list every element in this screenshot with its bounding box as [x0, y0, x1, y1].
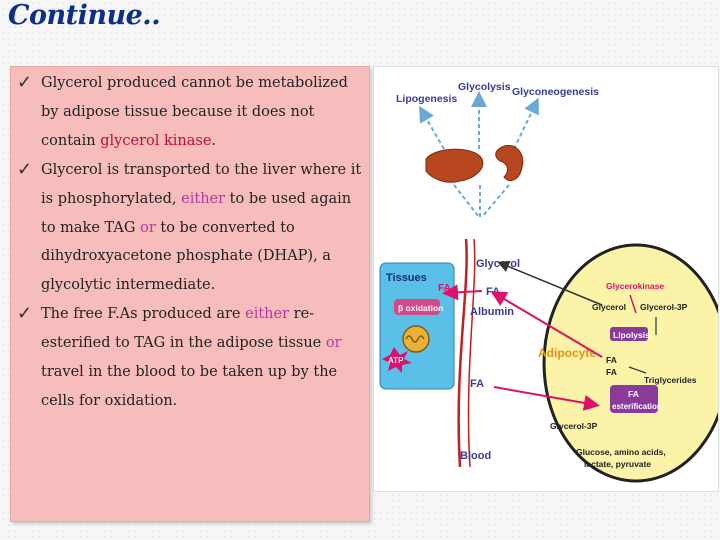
bullet-item: ✓ Glycerol is transported to the liver w…: [17, 156, 363, 301]
bullet-text-segment: to be used again to make TAG: [41, 190, 352, 236]
mitochondrion-icon: [402, 325, 430, 353]
bullet-item: ✓ The free F.As produced are either re-e…: [17, 300, 363, 416]
nutrients-label-1: Glucose, amino acids,: [576, 447, 666, 457]
bullet-text-segment: either: [245, 306, 290, 323]
bullet-text-segment: to be converted to dihydroxyacetone phos…: [41, 219, 331, 294]
text-panel: ✓ Glycerol produced cannot be metabolize…: [10, 66, 370, 522]
glycerokinase-label: Glycerokinase: [606, 281, 664, 291]
blood-label: Blood: [460, 450, 491, 462]
diagram-canvas: Lipogenesis Glycolysis Glyconeogenesis G…: [379, 81, 718, 483]
fa-one-label: FA: [606, 355, 617, 365]
beta-oxidation-label: β oxidation: [398, 303, 443, 313]
bullet-text-segment: The free F.As produced are: [41, 306, 246, 323]
bullet-text-segment: glycerol kinase: [100, 132, 212, 149]
nutrients-label-2: lactate, pyruvate: [584, 459, 651, 469]
bullet-text-segment: Glycerol produced cannot be metabolized …: [41, 75, 348, 149]
checkmark-icon: ✓: [17, 303, 33, 325]
fa-esterification-box: [610, 385, 658, 413]
albumin-label: Albumin: [470, 306, 514, 318]
atp-burst-icon: [382, 347, 412, 373]
bullet-text: The free F.As produced are either re-est…: [41, 306, 342, 409]
lipolysis-box: [610, 327, 648, 341]
beta-oxidation-box: [394, 299, 440, 315]
metabolism-diagram: Lipogenesis Glycolysis Glyconeogenesis G…: [373, 66, 719, 492]
triglycerides-label: Triglycerides: [644, 375, 697, 385]
bullet-text-segment: travel in the blood to be taken up by th…: [41, 364, 338, 409]
lipogenesis-label: Lipogenesis: [396, 93, 457, 105]
fa-lower-label: FA: [470, 378, 484, 390]
glycerol-cell-label: Glycerol: [592, 302, 626, 312]
tissues-label: Tissues: [386, 272, 427, 284]
bullet-item: ✓ Glycerol produced cannot be metabolize…: [17, 69, 363, 156]
fa-esterification-label-2: esterification: [612, 402, 662, 411]
page-title: Continue..: [8, 0, 161, 31]
atp-label: ATP: [388, 356, 404, 365]
adipocyte-cell: [542, 243, 718, 483]
glycerol-3p-label: Glycerol-3P: [640, 302, 688, 312]
liver-icon: [425, 148, 484, 183]
bullet-text-segment: .: [211, 132, 217, 149]
bullet-text-segment: either: [181, 190, 226, 207]
bullet-text: Glycerol produced cannot be metabolized …: [41, 75, 348, 149]
checkmark-icon: ✓: [17, 158, 33, 180]
bullet-text-segment: or: [325, 335, 342, 352]
fa-esterification-label-1: FA: [628, 389, 639, 399]
gluconeogenesis-label: Glyconeogenesis: [512, 86, 599, 98]
checkmark-icon: ✓: [17, 72, 33, 93]
glycolysis-label: Glycolysis: [458, 81, 511, 93]
bullet-text: Glycerol is transported to the liver whe…: [41, 162, 361, 294]
glycerol-3p-low-label: Glycerol-3P: [550, 421, 598, 431]
adipocyte-label: Adipocyte: [538, 346, 596, 360]
kidney-icon: [495, 145, 524, 182]
lipolysis-label: Lipolysis: [613, 330, 650, 340]
bullet-text-segment: Glycerol is transported to the liver whe…: [41, 161, 362, 207]
fa-two-label: FA: [606, 367, 617, 377]
bullet-text-segment: or: [140, 219, 156, 236]
bullet-text-segment: re-esterified to TAG in the adipose tiss…: [41, 306, 326, 352]
